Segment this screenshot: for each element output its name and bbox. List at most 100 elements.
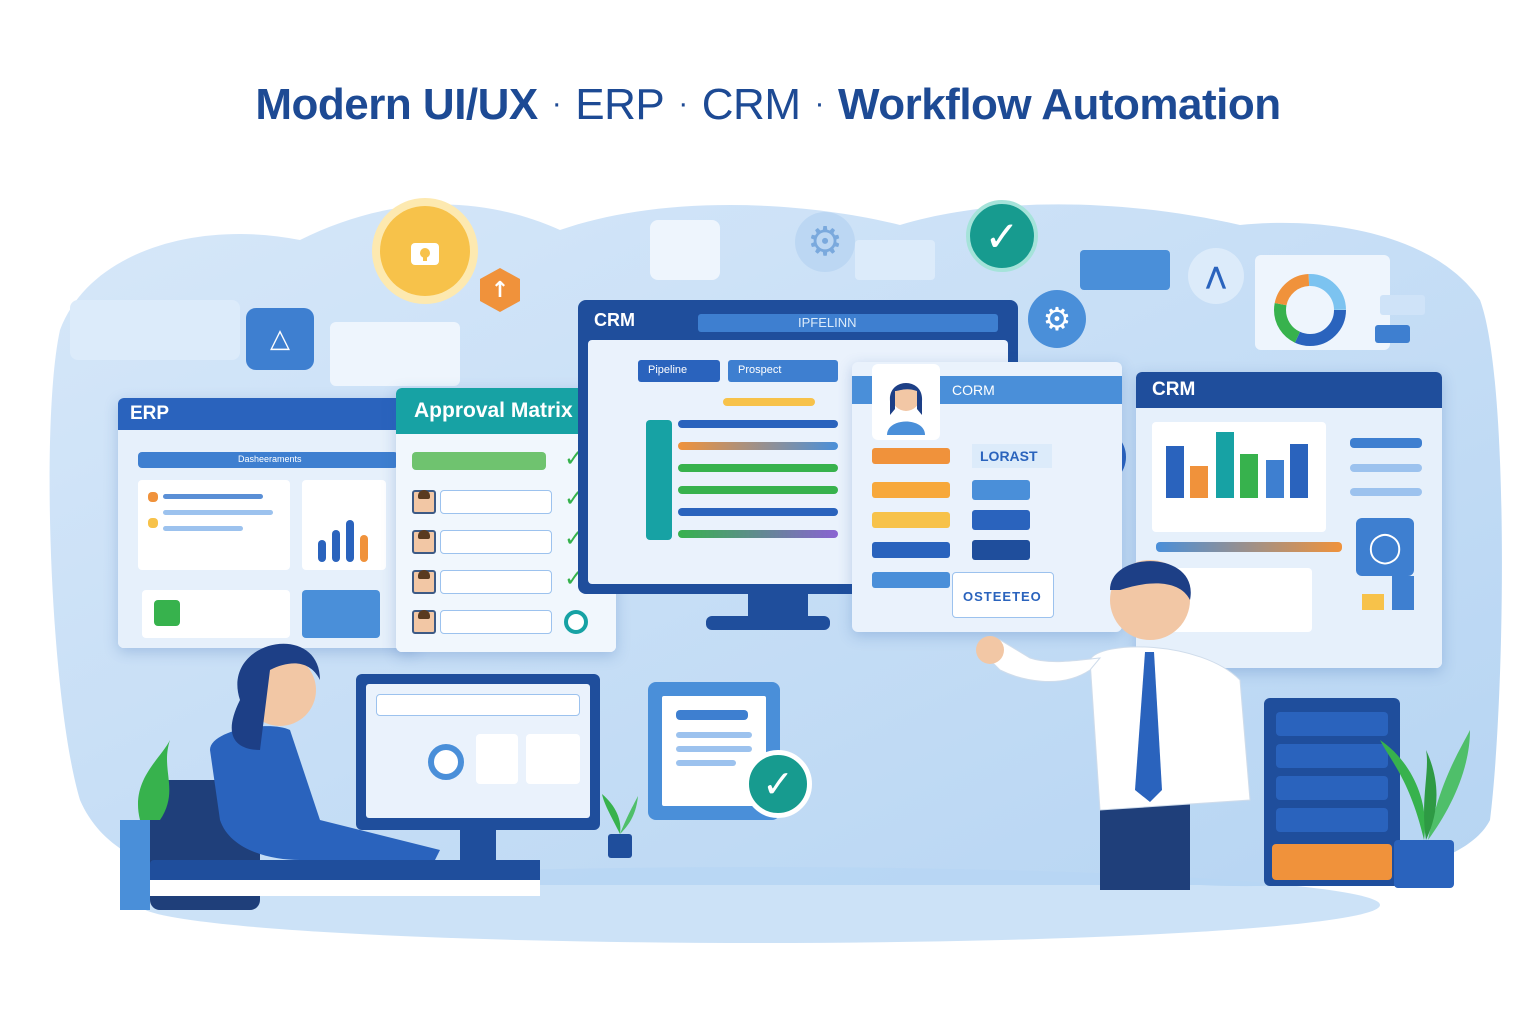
contact-tag-2[interactable] (872, 482, 950, 498)
desk-monitor-screen (366, 684, 590, 818)
man-presenting (976, 560, 1251, 890)
crm-profile-title: CORM (952, 382, 995, 398)
crm-profile-code: OSTEETEO (963, 589, 1042, 604)
crm-summary-line (1350, 488, 1422, 496)
chart-bar-2 (1190, 466, 1208, 498)
approver-avatar-2 (412, 530, 436, 554)
woman-at-desk (120, 643, 540, 910)
check-circle-icon: ✓ (966, 200, 1038, 272)
title-part-erp: ERP (575, 80, 665, 129)
erp-bottom-icon (154, 600, 180, 626)
crm-summary-line (1350, 464, 1422, 472)
server-unit (1276, 808, 1388, 832)
pipeline-row-3 (678, 464, 838, 472)
title-separator: · (814, 87, 824, 120)
chart-bar-5 (1266, 460, 1284, 498)
pipeline-row-2 (678, 442, 838, 450)
gear-icon-large: ⚙ (795, 212, 855, 272)
crm-profile-label: LORAST (972, 444, 1052, 468)
crm-monitor-title: CRM (594, 310, 635, 330)
crm-monitor-header-bar (698, 314, 998, 332)
erp-card-marker (148, 492, 158, 502)
desk-screen-toolbar (376, 694, 580, 716)
crm-mini-bar (1392, 576, 1414, 610)
approval-row-2 (440, 530, 552, 554)
chart-bar-1 (1166, 446, 1184, 498)
pipeline-column-header[interactable]: Pipeline (638, 360, 720, 382)
erp-panel-body: Dasheeraments (118, 430, 418, 648)
desk-screen-card (476, 734, 518, 784)
pipeline-row-5 (678, 508, 838, 516)
approved-check-icon: ✓ (744, 750, 812, 818)
chart-bar-3 (1216, 432, 1234, 498)
document-line (676, 710, 748, 720)
approval-row-3 (440, 570, 552, 594)
crm-profile-code-box[interactable]: OSTEETEO (952, 572, 1054, 618)
erp-panel-title: ERP (118, 398, 418, 430)
approval-header-row (412, 452, 546, 470)
title-part-uiux: Modern UI/UX (255, 80, 538, 129)
pending-circle-icon[interactable] (564, 610, 588, 634)
crm-monitor-base (706, 616, 830, 630)
chat-icon[interactable]: ◯ (1356, 518, 1414, 576)
chart-bar-6 (1290, 444, 1308, 498)
pipeline-progress-search (723, 398, 815, 406)
approver-avatar-4 (412, 610, 436, 634)
erp-panel[interactable]: ERP Dasheeraments (118, 398, 418, 648)
contact-tag-4[interactable] (872, 542, 950, 558)
contact-field-2[interactable] (972, 510, 1030, 530)
gear-icon: ⚙ (1028, 290, 1086, 348)
donut-chart-icon (1274, 274, 1346, 346)
crm-summary-line (1350, 438, 1422, 448)
desk-monitor[interactable] (356, 674, 600, 830)
crm-progress-bar (1156, 542, 1342, 552)
desk-screen-circle-icon (428, 744, 464, 780)
pipeline-row-6 (678, 530, 838, 538)
plant-small (602, 794, 638, 858)
prospect-column-header[interactable]: Prospect (728, 360, 838, 382)
server-unit (1276, 744, 1388, 768)
crm-list-card (1166, 568, 1312, 632)
contact-field-3[interactable] (972, 540, 1030, 560)
server-unit (1276, 712, 1388, 736)
approver-avatar-1 (412, 490, 436, 514)
erp-toolbar (138, 452, 398, 468)
document-line (676, 760, 736, 766)
title-part-crm: CRM (701, 80, 801, 129)
erp-card-marker (148, 518, 158, 528)
contact-tag-1[interactable] (872, 448, 950, 464)
lock-icon (380, 206, 470, 296)
upload-icon: ↑ (480, 268, 520, 312)
desk-screen-card (526, 734, 580, 784)
approver-avatar-3 (412, 570, 436, 594)
title-part-workflow: Workflow Automation (837, 80, 1281, 129)
erp-chart-bar (318, 540, 326, 562)
pipeline-row-4 (678, 486, 838, 494)
erp-subtitle: Dasheeraments (238, 454, 302, 464)
desk-monitor-stand (460, 828, 496, 864)
crm-monitor-stand (748, 594, 808, 618)
crm-right-body: ◯ (1136, 408, 1442, 668)
erp-chart-bar (346, 520, 354, 562)
contact-field-1[interactable] (972, 480, 1030, 500)
crm-right-panel[interactable]: CRM ◯ (1136, 372, 1442, 668)
title-separator: · (678, 87, 688, 120)
crm-monitor-subtitle: IPFELINN (798, 315, 857, 330)
title-separator: · (551, 87, 562, 120)
contact-tag-5[interactable] (872, 572, 950, 588)
plant-right (1380, 730, 1470, 888)
erp-chart-bar (360, 535, 368, 562)
erp-trend-card (302, 590, 380, 638)
document-line (676, 732, 752, 738)
pipeline-row-1 (678, 420, 838, 428)
erp-chart-bar (332, 530, 340, 562)
erp-card-line (163, 494, 263, 499)
pipeline-sidebar (646, 420, 672, 540)
server-unit (1276, 776, 1388, 800)
erp-card-line (163, 526, 243, 531)
server-rack (1264, 698, 1400, 886)
contact-tag-3[interactable] (872, 512, 950, 528)
crm-profile-panel[interactable]: CORM LORAST OSTEETEO (852, 362, 1122, 632)
contact-avatar (872, 364, 940, 440)
